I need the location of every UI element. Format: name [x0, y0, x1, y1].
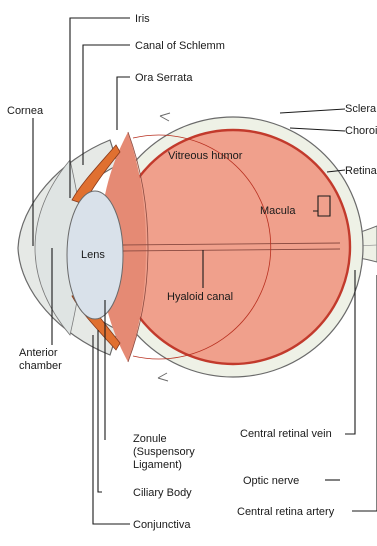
label-central-retina-artery: Central retina artery	[237, 506, 335, 518]
leader-sclera	[280, 109, 345, 113]
label-lens: Lens	[81, 249, 105, 261]
label-conjunctiva: Conjunctiva	[133, 519, 191, 531]
sclera-arrow-top	[160, 113, 170, 121]
label-zonule-line2: (Suspensory	[133, 446, 195, 458]
label-iris: Iris	[135, 13, 150, 25]
label-sclera: Sclera	[345, 103, 377, 115]
label-retina: Retina	[345, 165, 377, 177]
label-central-retinal-vein: Central retinal vein	[240, 428, 332, 440]
choroid-layer	[116, 130, 350, 364]
label-vitreous-humor: Vitreous humor	[168, 150, 243, 162]
leader-choroid	[290, 128, 345, 131]
label-choroid: Choroid	[345, 125, 377, 137]
label-cornea: Cornea	[7, 105, 44, 117]
label-optic-nerve: Optic nerve	[243, 475, 299, 487]
leader-central-retina-artery	[352, 275, 377, 511]
label-anterior-chamber-line2: chamber	[19, 360, 62, 372]
label-zonule-line3: Ligament)	[133, 459, 182, 471]
leader-ciliary-body	[98, 330, 102, 492]
label-hyaloid-canal: Hyaloid canal	[167, 291, 233, 303]
label-canal-of-schlemm: Canal of Schlemm	[135, 40, 225, 52]
label-macula: Macula	[260, 205, 296, 217]
label-zonule-line1: Zonule	[133, 433, 167, 445]
label-ora-serrata: Ora Serrata	[135, 72, 193, 84]
label-anterior-chamber-line1: Anterior	[19, 347, 58, 359]
sclera-arrow-bottom	[158, 373, 168, 381]
leader-ora-serrata	[117, 77, 130, 130]
label-ciliary-body: Ciliary Body	[133, 487, 192, 499]
